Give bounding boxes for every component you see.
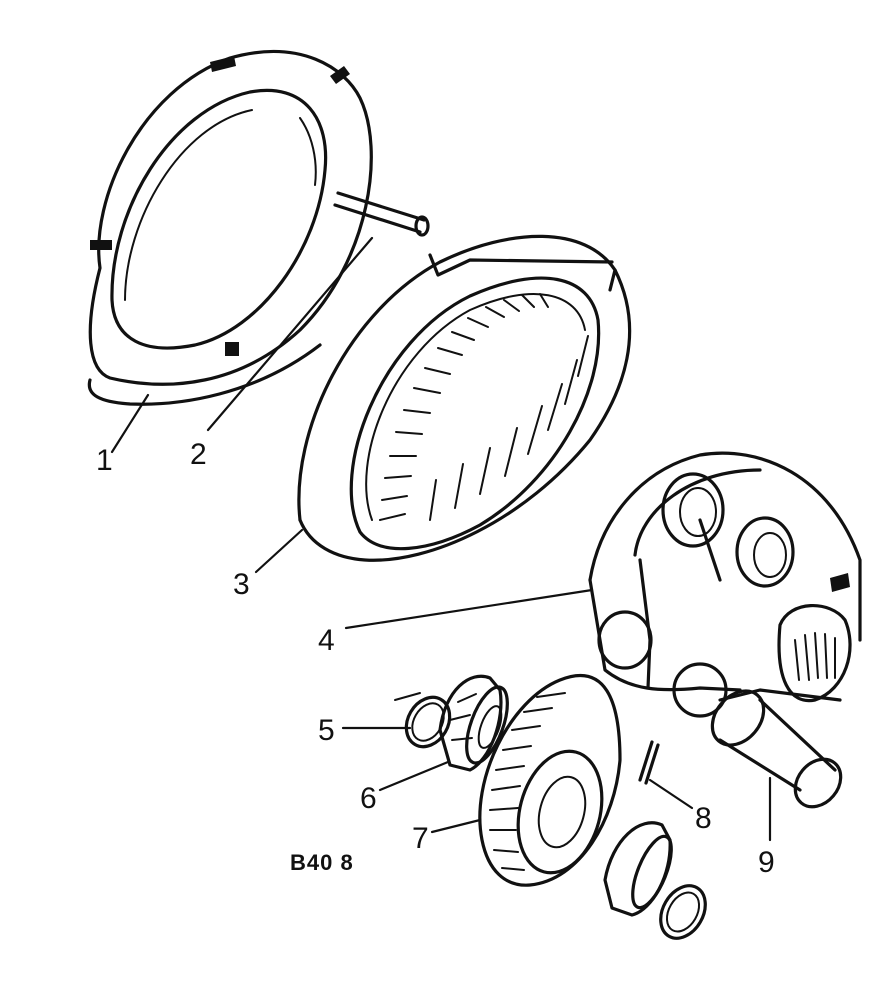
part-9-shaft [710, 689, 843, 809]
callout-8: 8 [695, 802, 712, 835]
callout-4: 4 [318, 624, 335, 657]
callout-5: 5 [318, 714, 335, 747]
callout-3: 3 [233, 568, 250, 601]
part-4-planet-carrier [588, 451, 862, 718]
leader-2 [206, 236, 374, 432]
callout-labels: 1 2 3 4 5 6 7 8 9 [96, 438, 775, 879]
leader-lines [110, 236, 772, 842]
part-6-bearing [438, 674, 509, 772]
bearing-and-snap-ring-pair [603, 821, 707, 940]
part-8-small-pin [638, 740, 660, 785]
part-3-ring-gear [297, 234, 632, 562]
leader-6 [378, 760, 450, 792]
figure-code: B40 8 [290, 850, 354, 875]
leader-8 [648, 778, 694, 810]
part-7-planet-gear [478, 673, 622, 887]
leader-4 [344, 588, 594, 630]
callout-6: 6 [360, 782, 377, 815]
part-1-ring [87, 49, 373, 406]
callout-9: 9 [758, 846, 775, 879]
leader-7 [430, 818, 482, 834]
callout-7: 7 [412, 822, 429, 855]
leader-1 [110, 393, 150, 454]
callout-1: 1 [96, 444, 113, 477]
callout-2: 2 [190, 438, 207, 471]
leader-3 [254, 528, 304, 574]
part-2-pin [333, 191, 430, 237]
